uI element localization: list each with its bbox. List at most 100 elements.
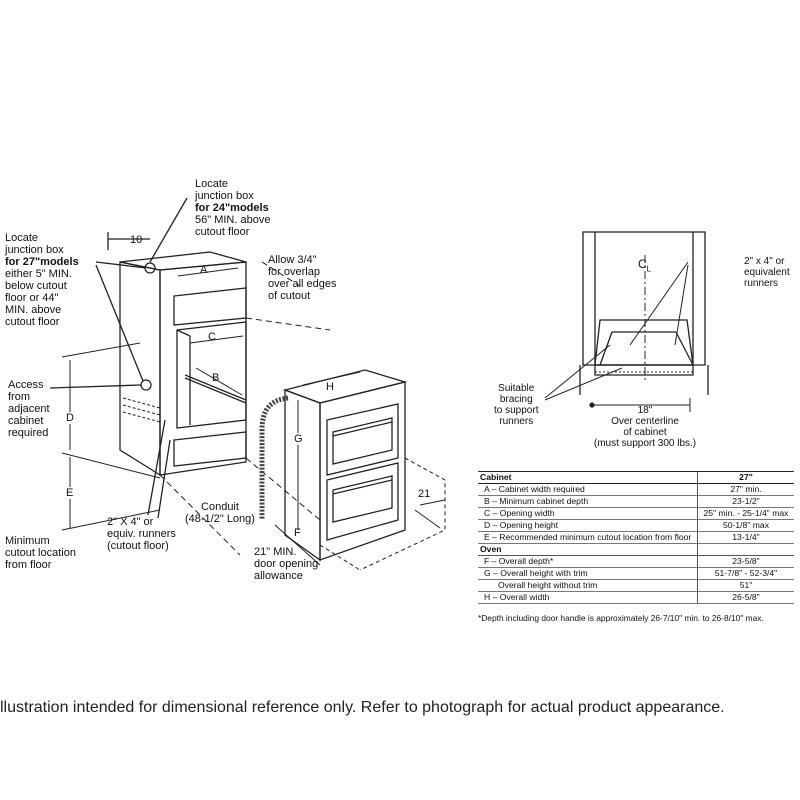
- conduit-line: (48-1/2" Long): [185, 513, 255, 525]
- min-cutout-label: Minimum cutout location from floor: [5, 535, 76, 571]
- runners-line: equiv. runners: [107, 528, 176, 540]
- table-section-oven: Oven: [478, 543, 698, 556]
- table-cell-key: H – Overall width: [478, 591, 698, 604]
- table-header-row: Cabinet 27": [478, 471, 794, 484]
- table-cell-key: C – Opening width: [478, 507, 698, 520]
- conduit-label: Conduit (48-1/2" Long): [185, 501, 255, 525]
- centerline-line: (must support 300 lbs.): [593, 438, 697, 449]
- table-row: B – Minimum cabinet depth 23-1/2": [478, 495, 794, 508]
- table-cell-key: B – Minimum cabinet depth: [478, 495, 698, 508]
- allow-overlap-label: Allow 3/4" for overlap over all edges of…: [268, 254, 337, 302]
- disclaimer-text: llustration intended for dimensional ref…: [0, 699, 725, 716]
- bracing-label: Suitable bracing to support runners: [494, 383, 538, 427]
- dim-d: D: [66, 412, 74, 424]
- dim-f: F: [294, 527, 301, 539]
- junction27-line: either 5" MIN.: [5, 268, 72, 280]
- access-line: cabinet: [8, 415, 44, 427]
- table-cell-value: 27" min.: [697, 483, 794, 496]
- dim-h: H: [326, 381, 334, 393]
- junction27-line: cutout floor: [5, 316, 60, 328]
- cabinet-opening: [176, 321, 247, 429]
- centerline-subscript: L: [646, 264, 652, 274]
- dim-c: C: [208, 331, 216, 343]
- access-line: adjacent: [8, 403, 50, 415]
- table-row: E – Recommended minimum cutout location …: [478, 531, 794, 544]
- table-cell-key: G – Overall height with trim: [478, 567, 698, 580]
- centerline-line: 18": [637, 405, 653, 416]
- junction24-line: cutout floor: [195, 226, 250, 238]
- door-opening-line: door opening: [254, 558, 319, 570]
- table-cell-value: 23-1/2": [697, 495, 794, 508]
- table-footnote: *Depth including door handle is approxim…: [478, 613, 764, 623]
- junction24-line: Locate: [195, 178, 229, 190]
- centerline-letter: C: [638, 257, 647, 271]
- table-section-empty: [697, 543, 794, 556]
- table-cell-key: E – Recommended minimum cutout location …: [478, 531, 698, 544]
- cabinet-side-face: [119, 261, 161, 477]
- runners-label: 2" X 4" or equiv. runners (cutout floor): [107, 516, 176, 552]
- bracing-line: Suitable: [498, 383, 535, 394]
- table-cell-value: 25" min. - 25-1/4" max: [697, 507, 794, 520]
- junction27-line: MIN. above: [5, 304, 62, 316]
- table-cell-value: 26-5/8": [697, 591, 794, 604]
- runners-line: 2" X 4" or: [107, 516, 154, 528]
- centerline-line: Over centerline: [611, 416, 679, 427]
- bracing-line: to support: [494, 405, 539, 416]
- cabinet-front-face: [159, 261, 247, 476]
- table-cell-key: D – Opening height: [478, 519, 698, 532]
- oven-front-face: [319, 381, 406, 561]
- runners-line: (cutout floor): [107, 540, 169, 552]
- centerline-label: 18" Over centerline of cabinet (must sup…: [590, 405, 700, 449]
- door-opening-line: allowance: [254, 570, 303, 582]
- table-row: G – Overall height with trim 51-7/8" - 5…: [478, 567, 794, 580]
- dim-10: 10: [130, 234, 143, 246]
- access-line: from: [8, 391, 30, 403]
- allow-line: for overlap: [268, 266, 320, 278]
- dim-21: 21: [418, 488, 431, 500]
- centerline-symbol: CL: [638, 257, 651, 273]
- access-label: Access from adjacent cabinet required: [8, 379, 50, 439]
- allow-line: of cutout: [268, 290, 311, 302]
- table-cell-key: Overall height without trim: [478, 579, 698, 592]
- junction27-line: below cutout: [5, 280, 67, 292]
- equiv-runners-label: 2" x 4" or equivalent runners: [744, 256, 790, 289]
- conduit-line: Conduit: [201, 501, 239, 513]
- table-cell-key: F – Overall depth*: [478, 555, 698, 568]
- table-row: D – Opening height 50-1/8" max: [478, 519, 794, 532]
- access-line: required: [8, 427, 49, 439]
- dim-b: B: [212, 372, 220, 384]
- equiv-runners-line: runners: [744, 278, 778, 289]
- min-cutout-line: cutout location: [5, 547, 76, 559]
- table-row: H – Overall width 26-5/8": [478, 591, 794, 604]
- table-row: A – Cabinet width required 27" min.: [478, 483, 794, 496]
- equiv-runners-line: equivalent: [744, 267, 790, 278]
- table-row: C – Opening width 25" min. - 25-1/4" max: [478, 507, 794, 520]
- table-cell-value: 51-7/8" - 52-3/4": [697, 567, 794, 580]
- table-header-size: 27": [697, 471, 794, 484]
- min-cutout-line: from floor: [5, 559, 52, 571]
- bracing-line: bracing: [499, 394, 533, 405]
- junction24-line: junction box: [195, 190, 254, 202]
- right-cabinet-front: [582, 231, 706, 366]
- table-header-cabinet: Cabinet: [478, 471, 698, 484]
- oven-side-face: [284, 389, 321, 562]
- junction27-label: Locate junction box for 27"models either…: [5, 232, 79, 328]
- dim-e: E: [66, 487, 74, 499]
- access-line: Access: [8, 379, 44, 391]
- equiv-runners-line: 2" x 4" or: [744, 256, 785, 267]
- junction24-label: Locate junction box for 24"models 56" MI…: [195, 178, 270, 238]
- junction24-line: 56" MIN. above: [195, 214, 271, 226]
- allow-line: Allow 3/4": [268, 254, 317, 266]
- bracing-line: runners: [499, 416, 534, 427]
- table-cell-value: 23-5/8": [697, 555, 794, 568]
- door-opening-label: 21" MIN. door opening allowance: [254, 546, 318, 582]
- table-cell-value: 51": [697, 579, 794, 592]
- spec-table: Cabinet 27" A – Cabinet width required 2…: [478, 471, 794, 604]
- junction27-line: junction box: [5, 244, 64, 256]
- centerline-line: of cabinet: [623, 427, 667, 438]
- table-section-row: Oven: [478, 543, 794, 556]
- dim-a: A: [200, 264, 208, 276]
- allow-line: over all edges: [268, 278, 337, 290]
- table-cell-value: 13-1/4": [697, 531, 794, 544]
